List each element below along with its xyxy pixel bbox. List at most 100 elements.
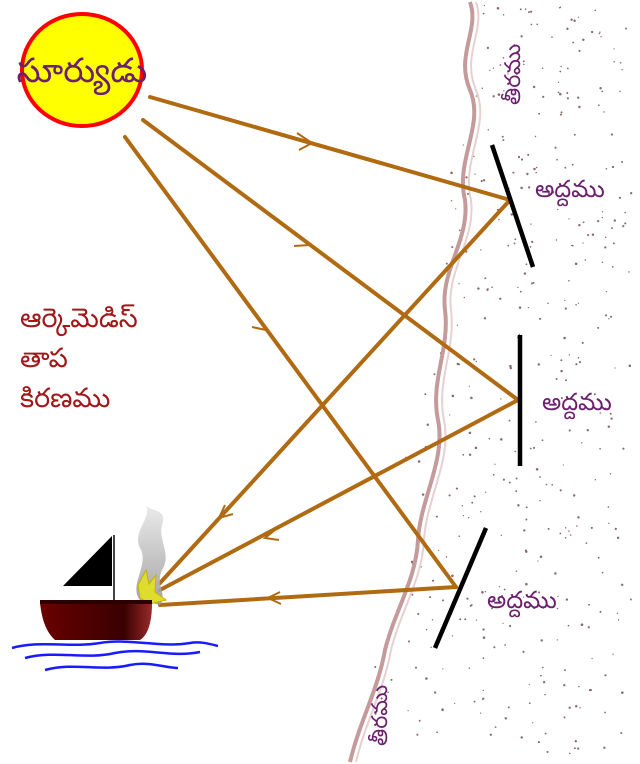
sand-dot — [617, 619, 620, 621]
sun: సూర్యుడు — [17, 12, 147, 128]
sand-dot — [588, 603, 590, 606]
sand-dot — [607, 506, 610, 508]
sand-dot — [471, 501, 474, 504]
sand-dot — [468, 385, 470, 387]
sand-dot — [569, 534, 572, 536]
sand-dot — [513, 44, 516, 46]
sand-dot — [578, 105, 581, 109]
sand-dot — [574, 705, 578, 708]
sand-dot — [559, 489, 562, 492]
sand-dot — [491, 607, 493, 610]
sand-dot — [612, 242, 615, 245]
sand-dot — [530, 223, 532, 225]
sand-dot — [528, 11, 530, 14]
sand-dot — [551, 36, 553, 38]
sand-dot — [489, 69, 491, 71]
sand-dot — [599, 31, 601, 33]
sand-dot — [570, 18, 573, 21]
sand-dot — [616, 536, 620, 540]
boat-rim — [40, 600, 152, 604]
sand-dot — [559, 92, 562, 96]
incident-ray-3 — [123, 135, 458, 589]
sand-dot — [577, 516, 580, 519]
sand-dot — [613, 219, 616, 222]
sand-dot — [597, 326, 600, 329]
sand-dot — [528, 684, 530, 686]
sand-dot — [551, 190, 555, 194]
sand-dot — [613, 48, 615, 50]
sand-dot — [608, 522, 610, 524]
sand-dot — [573, 19, 576, 22]
sand-dot — [468, 431, 472, 435]
sand-dot — [514, 238, 517, 241]
sand-dot — [520, 35, 523, 38]
sand-dot — [426, 423, 430, 427]
sand-dot — [454, 702, 456, 705]
sand-dot — [513, 242, 516, 245]
sand-dot — [509, 364, 512, 368]
sand-dot — [374, 712, 377, 715]
sand-dot — [622, 225, 625, 228]
sand-dot — [424, 393, 427, 396]
sand-dot — [624, 211, 626, 214]
sand-dot — [451, 246, 454, 249]
sand-dot — [566, 97, 570, 100]
shore-label-top: తీరము — [501, 44, 526, 105]
sand-dot — [525, 506, 528, 509]
sand-dot — [625, 27, 627, 30]
sand-dot — [507, 706, 510, 709]
sand-dot — [566, 27, 569, 31]
sand-dot — [567, 624, 570, 627]
sand-dot — [578, 49, 581, 52]
sand-dot — [492, 67, 495, 69]
sand-dot — [469, 604, 472, 607]
sand-dot — [544, 732, 547, 735]
incident-ray-2 — [141, 118, 520, 402]
sand-dot — [499, 64, 502, 66]
sand-dot — [629, 598, 632, 601]
sand-dot — [585, 542, 588, 544]
sand-dot — [541, 67, 544, 70]
sand-dot — [605, 168, 608, 170]
sand-dot — [523, 63, 525, 66]
sand-dot — [416, 733, 419, 736]
sand-dot — [564, 536, 567, 539]
sand-dot — [518, 333, 521, 336]
sand-dot — [607, 425, 611, 429]
sand-dot — [482, 628, 485, 631]
arrow-head-icon — [265, 591, 282, 605]
sand-dot — [482, 12, 485, 15]
sand-dot — [498, 218, 500, 221]
sand-dot — [575, 303, 577, 306]
sand-dot — [566, 67, 569, 70]
sand-dot — [621, 161, 623, 163]
sand-dot — [500, 534, 503, 537]
mirror-label-3: అద్దము — [487, 586, 557, 618]
sand-dot — [604, 246, 607, 249]
sand-dot — [508, 481, 511, 484]
sand-dot — [465, 176, 468, 179]
sand-dot — [570, 244, 573, 247]
sand-dot — [622, 447, 625, 450]
sand-dot — [554, 572, 557, 575]
sand-dot — [534, 135, 537, 138]
sand-dot — [525, 550, 528, 554]
sand-dot — [525, 518, 528, 521]
sand-dot — [519, 290, 522, 293]
sand-dot — [544, 693, 546, 696]
sand-dot — [461, 505, 464, 507]
sand-dot — [523, 272, 527, 275]
sand-dot — [594, 9, 597, 12]
sand-dot — [535, 421, 537, 423]
sand-dot — [604, 236, 607, 239]
sand-dot — [431, 619, 434, 621]
sand-dot — [500, 398, 502, 400]
mirrors — [432, 144, 536, 649]
sand-dot — [441, 708, 444, 711]
sand-dot — [582, 221, 585, 224]
sand-dot — [484, 590, 487, 593]
sand-dot — [517, 286, 519, 289]
boat — [40, 505, 168, 640]
sand-dot — [608, 318, 610, 320]
sand-dot — [542, 95, 545, 98]
